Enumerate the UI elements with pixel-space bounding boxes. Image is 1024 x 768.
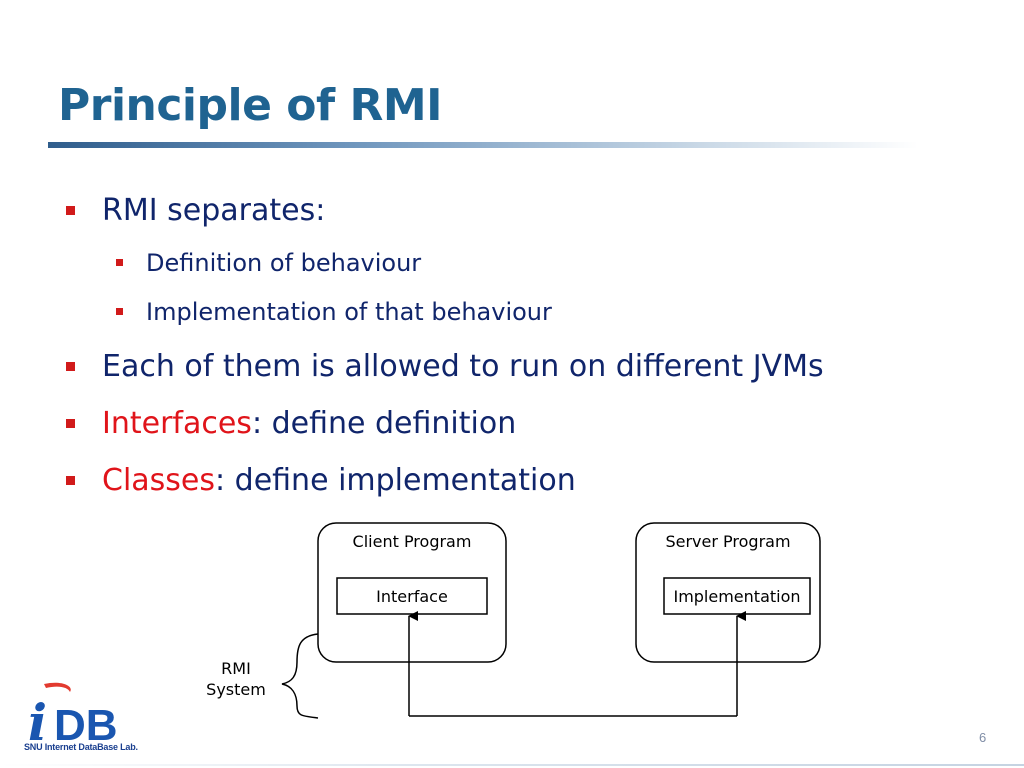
- bullet-marker: [66, 206, 75, 215]
- bullet-classes: Classes: define implementation: [66, 462, 576, 500]
- page-number: 6: [979, 730, 987, 745]
- bullet-marker: [116, 308, 123, 315]
- slide-title: Principle of RMI: [58, 80, 442, 131]
- bullet-marker: [66, 419, 75, 428]
- logo-subtitle: SNU Internet DataBase Lab.: [24, 742, 138, 752]
- bullet-rmi-separates: RMI separates:: [66, 192, 326, 230]
- bullet-text: Implementation of that behaviour: [146, 298, 552, 326]
- bullet-text: RMI separates:: [102, 193, 326, 228]
- bullet-marker: [116, 259, 123, 266]
- implementation-label: Implementation: [673, 587, 800, 606]
- title-underline: [48, 142, 918, 148]
- rmi-system-label-line2: System: [206, 680, 266, 699]
- bullet-text: : define implementation: [215, 463, 576, 498]
- bullet-interfaces: Interfaces: define definition: [66, 405, 517, 443]
- idb-logo: i DB: [28, 682, 118, 752]
- rmi-system-label-line1: RMI: [221, 659, 251, 678]
- bullet-implementation: Implementation of that behaviour: [116, 297, 552, 327]
- client-program-label: Client Program: [353, 532, 472, 551]
- bullet-different-jvms: Each of them is allowed to run on differ…: [66, 348, 824, 386]
- bullet-highlight: Interfaces: [102, 406, 252, 441]
- bullet-text: : define definition: [251, 406, 517, 441]
- logo-mark-i: i: [28, 693, 47, 752]
- implementation-box: [663, 577, 811, 615]
- bullet-text: Definition of behaviour: [146, 249, 422, 277]
- bullet-text: Each of them is allowed to run on differ…: [102, 349, 824, 384]
- footer-rule: [0, 764, 1024, 766]
- logo-swoosh: [44, 682, 71, 692]
- rmi-system-brace: [281, 633, 319, 719]
- logo-mark-db: DB: [54, 701, 118, 750]
- bullet-highlight: Classes: [102, 463, 216, 498]
- bullet-marker: [66, 476, 75, 485]
- bullet-marker: [66, 362, 75, 371]
- bullet-definition: Definition of behaviour: [116, 248, 422, 278]
- server-program-label: Server Program: [665, 532, 790, 551]
- interface-label: Interface: [376, 587, 448, 606]
- bullet-list: RMI separates: Definition of behaviour I…: [66, 192, 824, 500]
